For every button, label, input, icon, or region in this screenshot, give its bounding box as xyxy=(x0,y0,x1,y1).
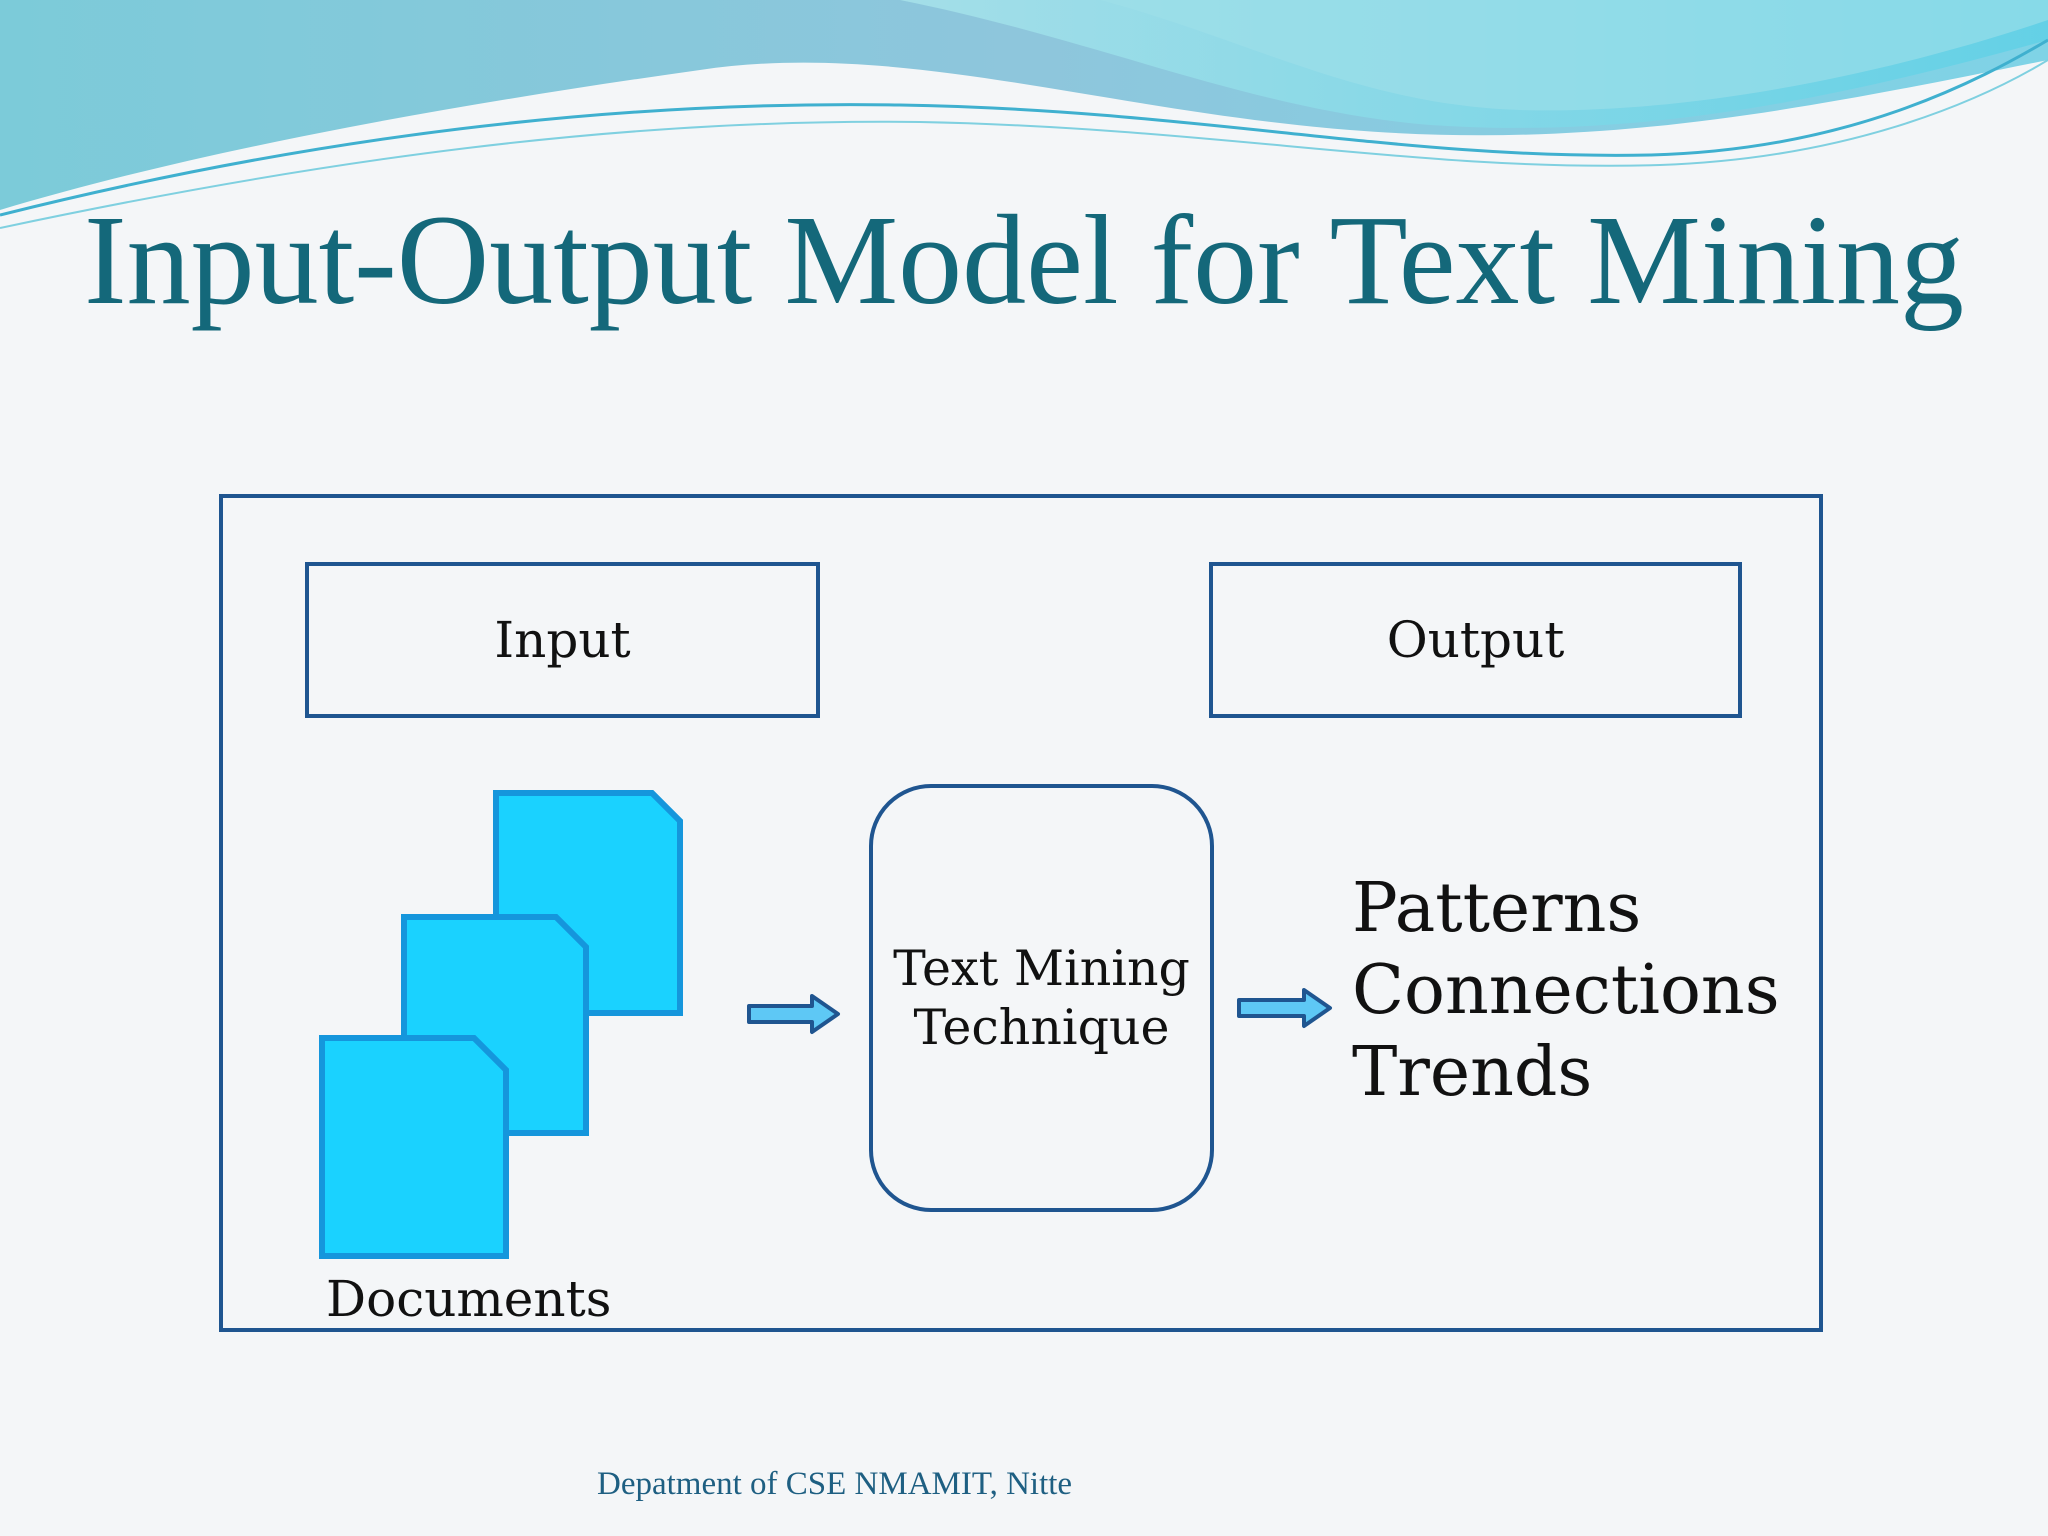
slide-title: Input-Output Model for Text Mining xyxy=(83,189,1965,331)
slide-footer: Depatment of CSE NMAMIT, Nitte xyxy=(597,1466,1073,1502)
input-label: Input xyxy=(494,611,631,669)
process-line-2: Technique xyxy=(913,998,1170,1056)
right-arrow-icon xyxy=(747,994,840,1034)
text-mining-technique-box: Text Mining Technique xyxy=(869,784,1214,1212)
diagram-frame xyxy=(219,494,1823,1332)
input-header-box: Input xyxy=(305,562,820,718)
documents-label: Documents xyxy=(326,1270,612,1328)
document-icon xyxy=(319,1035,509,1259)
output-header-box: Output xyxy=(1209,562,1742,718)
output-item-trends: Trends xyxy=(1352,1033,1593,1112)
output-item-connections: Connections xyxy=(1352,951,1780,1030)
output-label: Output xyxy=(1386,611,1565,669)
process-line-1: Text Mining xyxy=(893,940,1190,997)
output-item-patterns: Patterns xyxy=(1352,869,1642,948)
right-arrow-icon xyxy=(1237,988,1332,1028)
output-list: Patterns Connections Trends xyxy=(1352,868,1780,1114)
